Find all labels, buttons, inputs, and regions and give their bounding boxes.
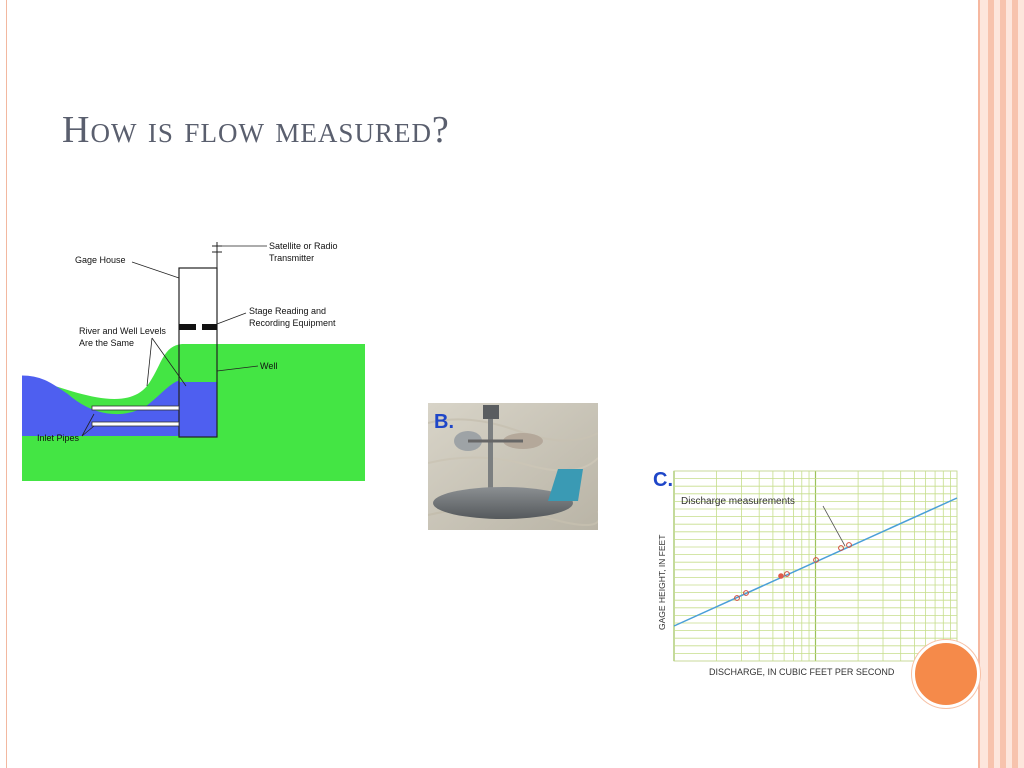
chart-grid — [673, 470, 958, 662]
decorative-orange-circle — [912, 640, 980, 708]
label-transmitter-2: Transmitter — [269, 253, 314, 263]
gage-house-box — [178, 267, 218, 438]
tail-fin — [548, 469, 583, 501]
label-river-2: Are the Same — [79, 338, 134, 348]
label-well: Well — [260, 361, 277, 371]
inlet-pipe — [91, 405, 180, 411]
left-border-line — [6, 0, 7, 768]
well-water — [179, 382, 217, 437]
y-axis-label: GAGE HEIGHT, IN FEET — [657, 535, 667, 630]
inlet-pipe — [91, 421, 180, 427]
discharge-annotation: Discharge measurements — [681, 496, 795, 507]
river-water — [22, 376, 179, 436]
slide-title: How is flow measured? — [62, 109, 450, 151]
label-inlet-pipes: Inlet Pipes — [37, 433, 80, 443]
measurement-points — [734, 542, 852, 601]
decorative-stripes — [978, 0, 1024, 768]
figure-c-letter: C. — [653, 469, 673, 491]
label-stage-1: Stage Reading and — [249, 306, 326, 316]
label-gage-house: Gage House — [75, 255, 126, 265]
label-stage-2: Recording Equipment — [249, 318, 336, 328]
label-river-1: River and Well Levels — [79, 326, 166, 336]
x-axis-label: DISCHARGE, IN CUBIC FEET PER SECOND — [709, 667, 895, 677]
label-transmitter-1: Satellite or Radio — [269, 241, 338, 251]
gage-house-diagram: Gage House Satellite or Radio Transmitte… — [22, 241, 365, 481]
current-meter-photo: B. — [428, 403, 598, 530]
rating-curve-chart: Discharge measurements C. GAGE HEIGHT, I… — [641, 458, 959, 680]
figure-b-letter: B. — [434, 411, 454, 433]
